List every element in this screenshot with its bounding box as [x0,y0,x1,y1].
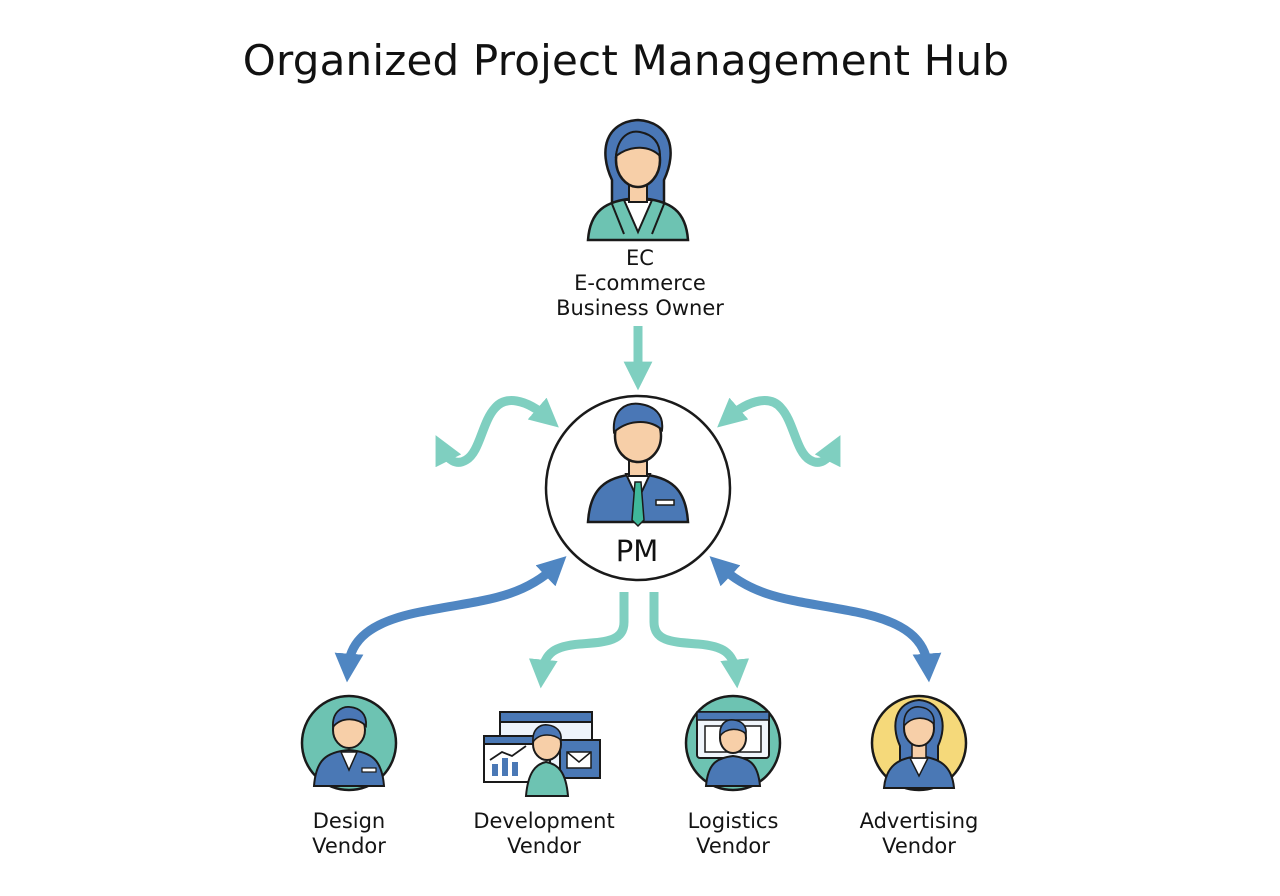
design-vendor-icon [300,694,398,792]
arrow-pm-design [334,556,567,683]
design-vendor-label-line2: Vendor [312,834,386,858]
development-vendor-icon [483,711,601,797]
logistics-vendor-label-line2: Vendor [696,834,770,858]
advertising-vendor-icon [870,694,968,792]
arrow-right-wavy [717,396,841,468]
page-title: Organized Project Management Hub [242,36,1010,85]
arrow-pm-development [528,592,629,689]
owner-label-line3: Business Owner [556,296,724,320]
owner-label-line2: E-commerce [574,271,706,295]
advertising-vendor-label: Advertising Vendor [844,809,994,859]
logistics-vendor-label: Logistics Vendor [663,809,803,859]
pm-label: PM [615,534,659,568]
logistics-vendor-label-line1: Logistics [687,809,779,833]
owner-label: EC E-commerce Business Owner [540,246,740,321]
advertising-vendor-label-line2: Vendor [882,834,956,858]
arrow-pm-logistics [649,592,750,689]
owner-figure-icon [586,118,690,242]
design-vendor-label-line1: Design [312,809,386,833]
arrow-left-wavy [435,396,559,468]
pm-hub [544,394,732,582]
advertising-vendor-label-line1: Advertising [859,809,979,833]
logistics-vendor-icon [684,694,782,792]
arrow-pm-advertising [709,556,942,683]
owner-label-line1: EC [626,246,654,270]
development-vendor-label-line1: Development [473,809,615,833]
development-vendor-label: Development Vendor [462,809,626,859]
design-vendor-label: Design Vendor [279,809,419,859]
development-vendor-label-line2: Vendor [507,834,581,858]
